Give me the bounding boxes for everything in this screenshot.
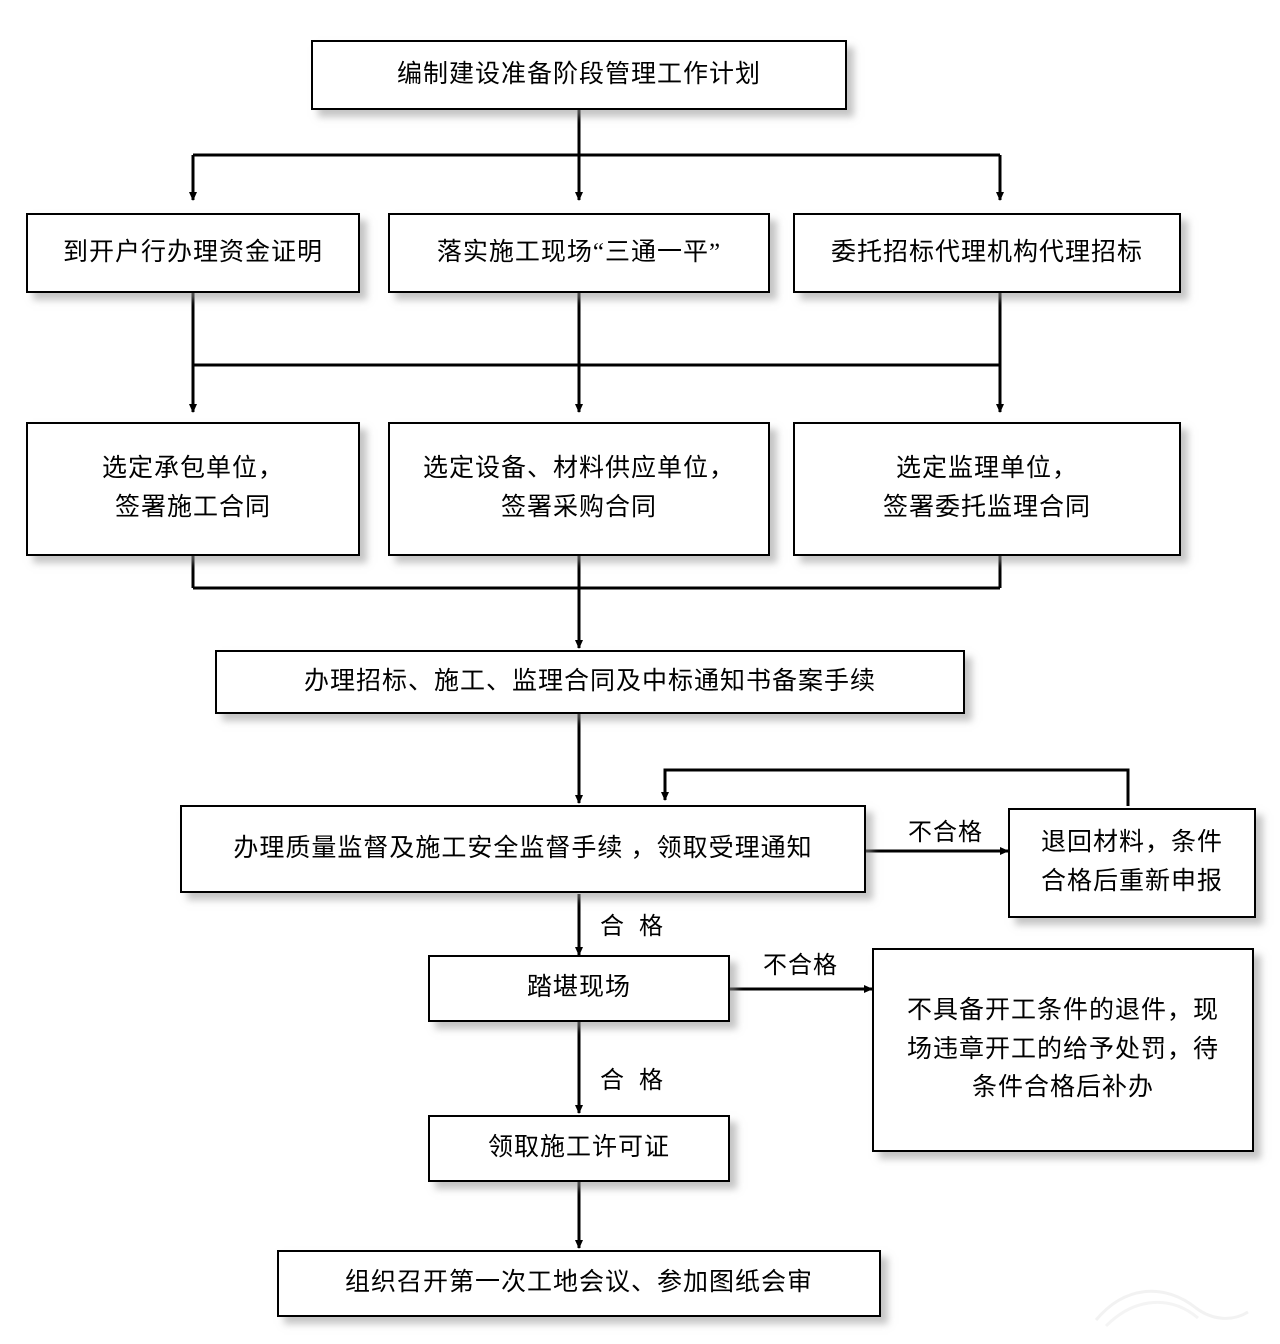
node-fund-certificate-label: 到开户行办理资金证明 bbox=[62, 238, 323, 266]
node-fund-certificate[interactable]: 到开户行办理资金证明 bbox=[26, 213, 360, 293]
node-site-inspection[interactable]: 踏堪现场 bbox=[428, 955, 730, 1022]
node-first-site-meeting-label: 组织召开第一次工地会议、参加图纸会审 bbox=[344, 1269, 813, 1297]
node-site-preparation[interactable]: 落实施工现场“三通一平” bbox=[388, 213, 770, 293]
edge-label-pass-supervision: 合 格 bbox=[600, 914, 664, 940]
edge-label-fail-supervision: 不合格 bbox=[908, 820, 983, 846]
node-quality-safety-supervision[interactable]: 办理质量监督及施工安全监督手续 ，领取受理通知 bbox=[180, 805, 866, 893]
node-quality-safety-supervision-label: 办理质量监督及施工安全监督手续 ，领取受理通知 bbox=[233, 834, 813, 862]
node-contract-filing-label: 办理招标、施工、监理合同及中标通知书备案手续 bbox=[303, 667, 876, 695]
edge-label-pass-site: 合 格 bbox=[600, 1068, 664, 1094]
node-supplier-selection-label: 选定设备、材料供应单位， 签署采购合同 bbox=[422, 455, 735, 521]
node-construction-permit[interactable]: 领取施工许可证 bbox=[428, 1115, 730, 1182]
node-penalty-return[interactable]: 不具备开工条件的退件，现 场违章开工的给予处罚，待 条件合格后补办 bbox=[872, 948, 1254, 1152]
node-construction-permit-label: 领取施工许可证 bbox=[487, 1134, 670, 1162]
node-return-materials-label: 退回材料，条件 合格后重新申报 bbox=[1040, 829, 1223, 895]
node-title-plan[interactable]: 编制建设准备阶段管理工作计划 bbox=[311, 40, 847, 110]
node-site-inspection-label: 踏堪现场 bbox=[526, 974, 631, 1002]
node-contractor-selection[interactable]: 选定承包单位， 签署施工合同 bbox=[26, 422, 360, 556]
node-contractor-selection-label: 选定承包单位， 签署施工合同 bbox=[101, 455, 284, 521]
node-first-site-meeting[interactable]: 组织召开第一次工地会议、参加图纸会审 bbox=[277, 1250, 881, 1317]
node-bidding-agency[interactable]: 委托招标代理机构代理招标 bbox=[793, 213, 1181, 293]
node-bidding-agency-label: 委托招标代理机构代理招标 bbox=[830, 238, 1143, 266]
node-penalty-return-label: 不具备开工条件的退件，现 场违章开工的给予处罚，待 条件合格后补办 bbox=[906, 996, 1219, 1102]
node-contract-filing[interactable]: 办理招标、施工、监理合同及中标通知书备案手续 bbox=[215, 650, 965, 714]
node-supervisor-selection-label: 选定监理单位， 签署委托监理合同 bbox=[882, 455, 1091, 521]
node-supplier-selection[interactable]: 选定设备、材料供应单位， 签署采购合同 bbox=[388, 422, 770, 556]
edge-label-fail-site: 不合格 bbox=[763, 953, 838, 979]
node-return-materials[interactable]: 退回材料，条件 合格后重新申报 bbox=[1008, 808, 1256, 918]
watermark-icon bbox=[1094, 1289, 1249, 1328]
node-title-plan-label: 编制建设准备阶段管理工作计划 bbox=[396, 60, 761, 88]
node-supervisor-selection[interactable]: 选定监理单位， 签署委托监理合同 bbox=[793, 422, 1181, 556]
node-site-preparation-label: 落实施工现场“三通一平” bbox=[436, 238, 722, 266]
